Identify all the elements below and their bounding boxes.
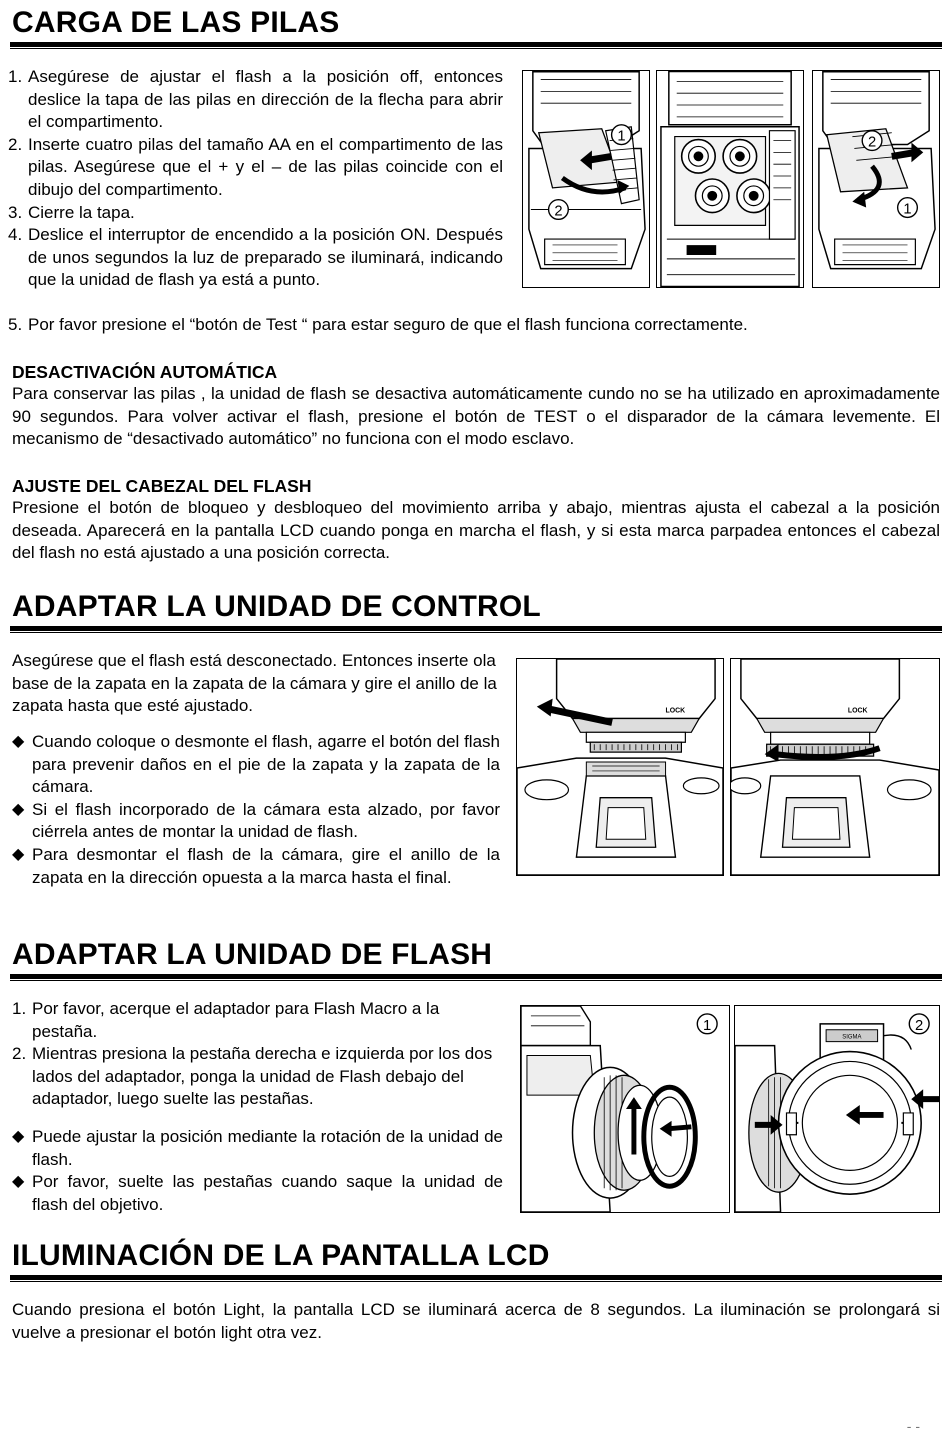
bullet-item: ◆ Puede ajustar la posición mediante la … [12, 1127, 503, 1169]
section-title-flash: ADAPTAR LA UNIDAD DE FLASH [12, 938, 493, 971]
section-rule [10, 42, 942, 50]
ajuste-paragraph: Presione el botón de bloqueo y desbloque… [12, 498, 940, 563]
lock-label: LOCK [666, 708, 686, 715]
fig-label: 1 [903, 201, 911, 217]
bullet-item: ◆Para desmontar el flash de la cámara, g… [12, 844, 500, 887]
flash-bullets: ◆ Puede ajustar la posición mediante la … [12, 1126, 503, 1216]
diamond-bullet-icon: ◆ [12, 1128, 25, 1145]
carga-step: 1.Asegúrese de ajustar el flash a la pos… [8, 67, 503, 132]
control-intro: Asegúrese que el flash está desconectado… [12, 651, 497, 716]
fig-label: 1 [703, 1018, 711, 1034]
carga-step: 2.Inserte cuatro pilas del tamaño AA en … [8, 134, 503, 199]
battery-cover-close-illustration: 2 1 [812, 70, 940, 288]
diamond-bullet-icon: ◆ [12, 1173, 25, 1191]
lcd-paragraph: Cuando presiona el botón Light, la panta… [12, 1300, 940, 1342]
page-number: - - [906, 1418, 920, 1434]
flash-steps: 1.Por favor, acerque el adaptador para F… [12, 998, 503, 1111]
control-bullets: ◆Cuando coloque o desmonte el flash, aga… [12, 731, 500, 889]
battery-insert-illustration [656, 70, 804, 288]
section-title-lcd: ILUMINACIÓN DE LA PANTALLA LCD [12, 1239, 550, 1272]
lock-label: LOCK [848, 708, 868, 715]
fig-label: 2 [915, 1018, 923, 1034]
battery-cover-open-illustration: 1 2 [522, 70, 650, 288]
carga-step: 4.Deslice el interruptor de encendido a … [8, 225, 503, 290]
carga-steps-1-4: 1.Asegúrese de ajustar el flash a la pos… [8, 66, 503, 292]
mount-flash-slide-illustration: LOCK [516, 658, 724, 876]
bullet-item: ◆ Por favor, suelte las pestañas cuando … [12, 1172, 503, 1214]
mount-flash-rotate-ring-illustration: LOCK [730, 658, 940, 876]
desactivacion-paragraph: Para conservar las pilas , la unidad de … [12, 384, 940, 449]
section-rule [10, 1275, 942, 1283]
carga-step-5: 5.Por favor presione el “botón de Test “… [8, 315, 748, 334]
carga-step: 3.Cierre la tapa. [8, 202, 135, 222]
subheading-desactivacion: DESACTIVACIÓN AUTOMÁTICA [12, 362, 278, 382]
section-title-control: ADAPTAR LA UNIDAD DE CONTROL [12, 590, 541, 623]
macro-flash-ring-attach-illustration: SIGMA 2 [734, 1005, 940, 1213]
flash-step: 1.Por favor, acerque el adaptador para F… [12, 999, 440, 1041]
diamond-bullet-icon: ◆ [12, 845, 25, 863]
flash-step: 2.Mientras presiona la pestaña derecha e… [12, 1044, 493, 1109]
section-rule [10, 626, 942, 634]
ring-flash-brand: SIGMA [842, 1035, 861, 1041]
section-title-carga: CARGA DE LAS PILAS [12, 6, 340, 39]
fig-label: 1 [617, 129, 625, 145]
bullet-item: ◆Si el flash incorporado de la cámara es… [12, 799, 500, 842]
diamond-bullet-icon: ◆ [12, 733, 25, 750]
fig-label: 2 [554, 203, 562, 219]
bullet-item: ◆Cuando coloque o desmonte el flash, aga… [12, 732, 500, 797]
section-rule [10, 974, 942, 982]
subheading-ajuste: AJUSTE DEL CABEZAL DEL FLASH [12, 476, 312, 496]
macro-adapter-attach-illustration: 1 [520, 1005, 730, 1213]
fig-label: 2 [868, 135, 876, 151]
diamond-bullet-icon: ◆ [12, 800, 25, 818]
